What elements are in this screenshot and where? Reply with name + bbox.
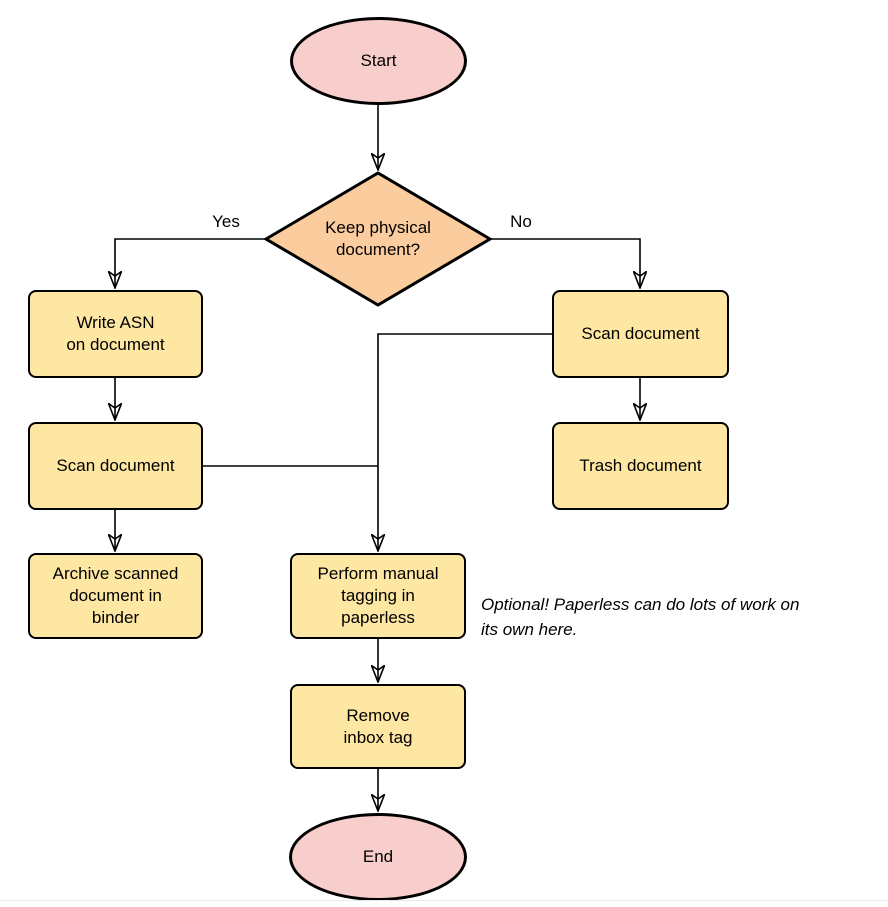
node-start-label: Start — [360, 51, 397, 70]
node-scan-document-right-label: Scan document — [581, 324, 700, 343]
node-decision-label: Keep physical document? — [325, 218, 431, 259]
node-start: Start — [290, 17, 467, 105]
node-archive-binder: Archive scanned document in binder — [28, 553, 203, 639]
node-trash-document: Trash document — [552, 422, 729, 510]
decision-diamond-shape — [264, 171, 492, 307]
node-manual-tagging: Perform manual tagging in paperless — [290, 553, 466, 639]
edge-label-yes: Yes — [212, 212, 240, 231]
node-archive-binder-label: Archive scanned document in binder — [52, 564, 179, 627]
node-remove-inbox-tag-label: Remove inbox tag — [343, 705, 413, 747]
node-remove-inbox-tag: Remove inbox tag — [290, 684, 466, 769]
node-end-label: End — [362, 847, 394, 866]
node-write-asn: Write ASN on document — [28, 290, 203, 378]
node-manual-tagging-label: Perform manual tagging in paperless — [317, 564, 439, 627]
edge-decision-no-to-scan-right — [490, 238, 640, 288]
note-optional: Optional! Paperless can do lots of work … — [481, 595, 800, 639]
node-scan-document-right: Scan document — [552, 290, 729, 378]
node-write-asn-label: Write ASN on document — [66, 313, 165, 354]
window-bottom-border — [0, 900, 888, 901]
edge-label-no: No — [510, 212, 532, 231]
node-end: End — [289, 813, 467, 901]
edge-decision-yes-to-write-asn — [115, 238, 265, 288]
edge-scan-right-to-tagging — [378, 333, 552, 551]
node-decision: Keep physical document? — [264, 171, 492, 307]
node-scan-document-left-label: Scan document — [56, 456, 175, 475]
node-trash-document-label: Trash document — [579, 456, 702, 475]
node-scan-document-left: Scan document — [28, 422, 203, 510]
